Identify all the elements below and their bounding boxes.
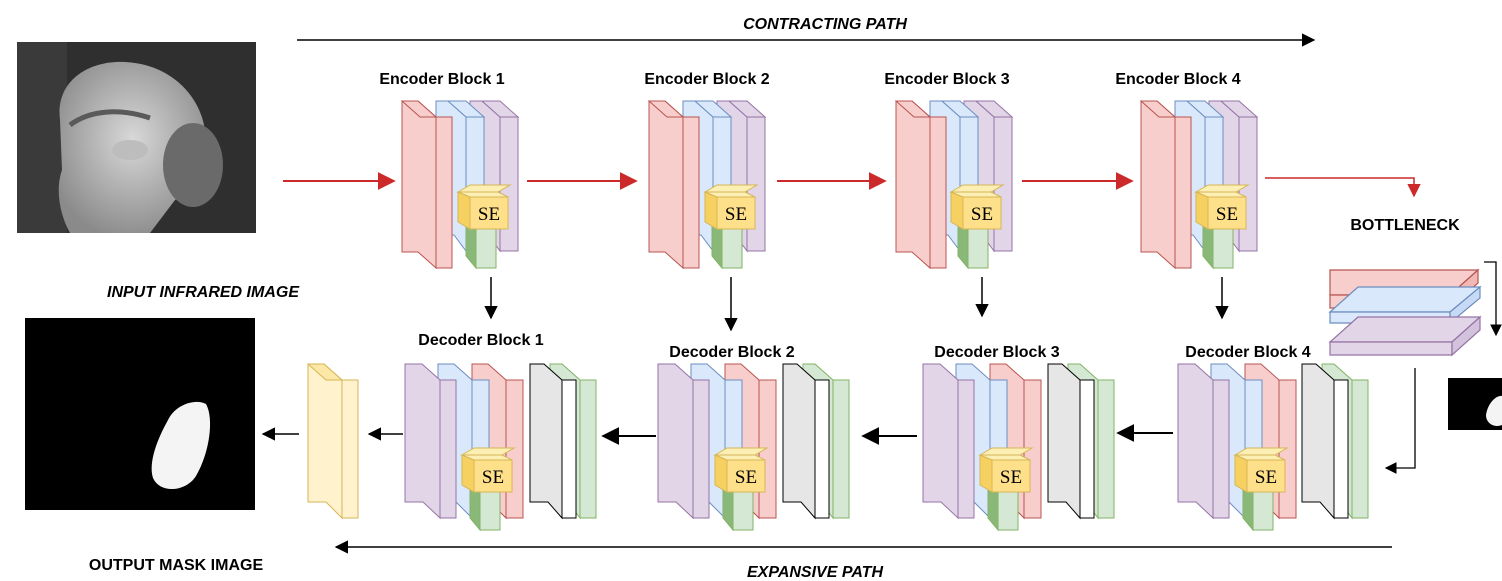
encoder-2-se-block: SE bbox=[703, 184, 759, 230]
contracting-path-label: CONTRACTING PATH bbox=[743, 16, 907, 33]
output-mask-image bbox=[25, 318, 255, 510]
decoder-3-layer-gray bbox=[1047, 363, 1095, 520]
encoder-1-se-block: SE bbox=[456, 184, 512, 230]
se-label: SE bbox=[725, 204, 747, 225]
decoder-block-3-label: Decoder Block 3 bbox=[934, 344, 1059, 361]
encoder-block-4-label: Encoder Block 4 bbox=[1115, 71, 1240, 88]
encoder-3-layer-red bbox=[894, 100, 947, 270]
encoder-2-layer-red bbox=[647, 100, 700, 270]
decoder-4-layer-gray bbox=[1301, 363, 1349, 520]
encoder-block-4: Encoder Block 4 SE bbox=[1115, 71, 1259, 270]
se-label: SE bbox=[1255, 467, 1277, 488]
decoder-4-se-block: SE bbox=[1233, 447, 1289, 493]
encoder-block-3-label: Encoder Block 3 bbox=[884, 71, 1009, 88]
decoder-block-2: Decoder Block 2 SE bbox=[657, 344, 850, 532]
se-label: SE bbox=[1216, 204, 1238, 225]
se-label: SE bbox=[478, 204, 500, 225]
expansive-path-label: EXPANSIVE PATH bbox=[747, 564, 883, 581]
se-label: SE bbox=[482, 467, 504, 488]
decoder-1-se-block: SE bbox=[460, 447, 516, 493]
encoder4-to-bottleneck-arrow bbox=[1265, 177, 1421, 198]
encoder-4-se-block: SE bbox=[1194, 184, 1250, 230]
bottleneck-mask-thumbnail bbox=[1448, 378, 1502, 430]
encoder-block-1: Encoder Block 1 SE bbox=[379, 71, 520, 270]
bottleneck-label: BOTTLENECK bbox=[1350, 217, 1460, 234]
decoder-block-4: Decoder Block 4 SE bbox=[1177, 344, 1369, 532]
decoder-block-3: Decoder Block 3 SE bbox=[922, 344, 1115, 532]
encoder-block-2: Encoder Block 2 SE bbox=[644, 71, 770, 270]
decoder-block-4-label: Decoder Block 4 bbox=[1185, 344, 1310, 361]
encoder-3-se-block: SE bbox=[949, 184, 1005, 230]
output-image-label: OUTPUT MASK IMAGE bbox=[89, 557, 264, 574]
encoder-block-2-label: Encoder Block 2 bbox=[644, 71, 769, 88]
output-conv-layer bbox=[306, 363, 359, 520]
decoder-1-layer-gray bbox=[529, 363, 577, 520]
bottleneck-block bbox=[1328, 268, 1482, 357]
encoder-block-1-label: Encoder Block 1 bbox=[379, 71, 504, 88]
decoder-2-se-block: SE bbox=[713, 447, 769, 493]
decoder-4-layer-purple bbox=[1177, 363, 1230, 520]
decoder-3-se-block: SE bbox=[978, 447, 1034, 493]
bottleneck-layer-purple bbox=[1328, 315, 1482, 357]
decoder-2-layer-purple bbox=[657, 363, 710, 520]
input-image-label: INPUT INFRARED IMAGE bbox=[107, 284, 300, 301]
se-label: SE bbox=[1000, 467, 1022, 488]
decoder-2-layer-gray bbox=[782, 363, 830, 520]
bottleneck-to-decoder4-arrow bbox=[1384, 368, 1416, 474]
encoder-1-layer-red bbox=[400, 100, 453, 270]
decoder-block-1-label: Decoder Block 1 bbox=[418, 332, 543, 349]
decoder-block-2-label: Decoder Block 2 bbox=[669, 344, 794, 361]
bottleneck-side-arrow bbox=[1484, 261, 1502, 337]
decoder-3-layer-purple bbox=[922, 363, 975, 520]
decoder-1-layer-purple bbox=[404, 363, 457, 520]
decoder-block-1: Decoder Block 1 SE bbox=[404, 332, 597, 532]
encoder-4-layer-red bbox=[1139, 100, 1192, 270]
input-infrared-image bbox=[17, 42, 256, 233]
se-label: SE bbox=[971, 204, 993, 225]
se-label: SE bbox=[735, 467, 757, 488]
encoder-block-3: Encoder Block 3 SE bbox=[884, 71, 1014, 270]
